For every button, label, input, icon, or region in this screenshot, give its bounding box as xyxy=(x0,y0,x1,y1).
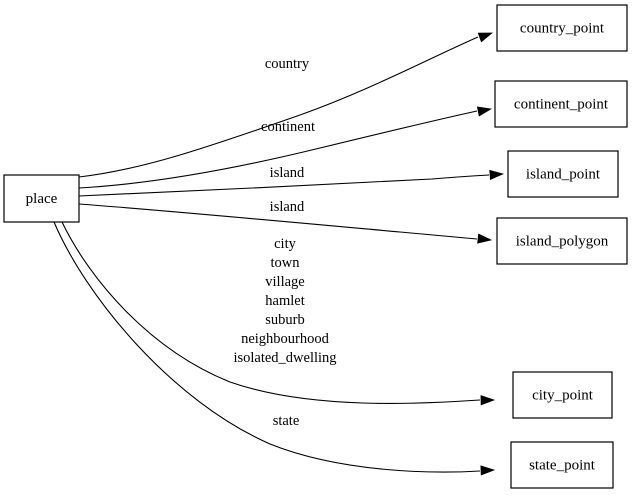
node-island_point[interactable]: island_point xyxy=(507,150,619,198)
edge-labels-layer: country continent island island city town vill… xyxy=(233,56,336,429)
node-label-state_point: state_point xyxy=(529,457,596,473)
edge-label-line: state xyxy=(273,413,300,429)
node-city_point[interactable]: city_point xyxy=(512,371,613,419)
node-place[interactable]: place xyxy=(3,174,80,223)
edge-label-island_point: island xyxy=(270,165,305,181)
node-box-place xyxy=(3,174,80,223)
edges-layer xyxy=(53,32,505,476)
node-label-island_point: island_point xyxy=(526,166,601,182)
edge-label-line: isolated_dwelling xyxy=(233,350,336,366)
node-label-country_point: country_point xyxy=(520,20,605,36)
edge-label-line: continent xyxy=(261,119,315,135)
node-country_point[interactable]: country_point xyxy=(496,4,628,52)
arrowhead-icon-state_point xyxy=(480,465,496,476)
node-state_point[interactable]: state_point xyxy=(510,441,614,489)
edge-place-country_point xyxy=(78,32,493,178)
edge-place-island_polygon xyxy=(78,203,493,244)
arrowhead-icon-continent_point xyxy=(476,106,493,117)
node-continent_point[interactable]: continent_point xyxy=(494,80,628,128)
edge-label-continent_point: continent xyxy=(261,119,315,135)
edge-place-continent_point xyxy=(78,106,493,189)
edge-label-city_point: city town village hamlet suburb neighbourhood… xyxy=(233,236,336,366)
edge-label-line: suburb xyxy=(265,312,304,328)
edge-place-state_point xyxy=(53,221,496,476)
edge-label-line: country xyxy=(265,56,310,72)
edge-line-state_point xyxy=(53,221,481,473)
edge-place-city_point xyxy=(61,221,496,406)
edge-line-continent_point xyxy=(78,110,478,189)
node-box-city_point xyxy=(512,371,613,419)
edge-line-island_point xyxy=(78,174,490,197)
edge-line-country_point xyxy=(78,36,479,178)
edge-label-line: hamlet xyxy=(265,293,304,309)
edge-label-country_point: country xyxy=(265,56,310,72)
node-box-island_polygon xyxy=(496,217,628,265)
node-label-island_polygon: island_polygon xyxy=(516,233,609,249)
edge-label-line: island xyxy=(270,165,305,181)
node-island_polygon[interactable]: island_polygon xyxy=(496,217,628,265)
arrowhead-icon-island_point xyxy=(489,169,505,181)
node-box-state_point xyxy=(510,441,614,489)
edge-label-line: city xyxy=(274,236,296,252)
nodes-layer: place country_point continent_point island_… xyxy=(3,4,628,489)
edge-line-city_point xyxy=(61,221,481,404)
edge-label-line: island xyxy=(270,199,305,215)
node-box-continent_point xyxy=(494,80,628,128)
edge-label-line: town xyxy=(271,255,301,271)
node-label-place: place xyxy=(26,191,58,207)
node-box-country_point xyxy=(496,4,628,52)
arrowhead-icon-island_polygon xyxy=(477,233,493,244)
node-label-continent_point: continent_point xyxy=(514,96,609,112)
node-label-city_point: city_point xyxy=(532,387,594,403)
arrowhead-icon-country_point xyxy=(477,32,493,43)
edge-place-island_point xyxy=(78,169,505,197)
edge-line-island_polygon xyxy=(78,203,478,240)
arrowhead-icon-city_point xyxy=(480,395,496,406)
edge-label-line: neighbourhood xyxy=(241,331,330,347)
edge-label-line: village xyxy=(265,274,304,290)
edge-label-state_point: state xyxy=(273,413,300,429)
edge-label-island_polygon: island xyxy=(270,199,305,215)
node-box-island_point xyxy=(507,150,619,198)
